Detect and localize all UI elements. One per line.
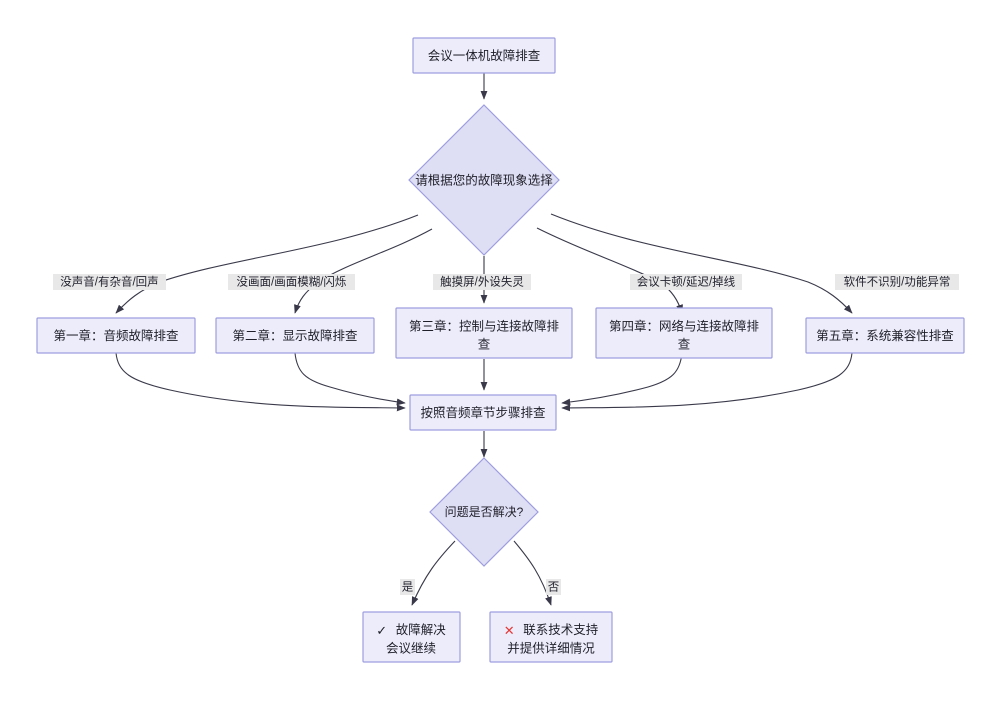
node-chapter3[interactable]: 第三章：控制与连接故障排 查: [395, 307, 573, 359]
edge-chapter5-to-merge: [561, 352, 853, 412]
edge-label-no: 否: [546, 579, 561, 595]
node-result-support-line2: 并提供详细情况: [507, 640, 595, 655]
node-chapter3-label-line2: 查: [478, 337, 491, 351]
edge-label-no-text: 否: [548, 582, 560, 594]
node-decision-resolved[interactable]: 问题是否解决?: [429, 457, 539, 567]
node-decision-symptom-label: 请根据您的故障现象选择: [415, 172, 553, 187]
edge-decision2-no: [513, 540, 552, 606]
edge-label-yes: 是: [400, 579, 415, 595]
edge-label-branch1: 没声音/有杂音/回声: [53, 274, 166, 290]
node-result-resolved-label: 故障解决: [396, 622, 447, 637]
edge-label-branch2: 没画面/画面模糊/闪烁: [228, 274, 355, 290]
node-result-resolved-line2: 会议继续: [386, 641, 436, 655]
node-merge-label: 按照音频章节步骤排查: [420, 405, 546, 420]
edge-label-branch3: 触摸屏/外设失灵: [433, 274, 531, 290]
node-chapter4[interactable]: 第四章：网络与连接故障排 查: [595, 307, 773, 359]
edge-decision-to-chapter2: [294, 228, 433, 314]
node-result-support-line1: ✕ 联系技术支持: [504, 622, 598, 638]
edge-label-branch4: 会议卡顿/延迟/掉线: [630, 274, 742, 290]
node-result-resolved[interactable]: ✓ 故障解决 会议继续: [362, 611, 461, 663]
node-chapter4-label-line2: 查: [678, 337, 691, 351]
edge-chapter2-to-merge: [294, 352, 406, 406]
edge-label-yes-text: 是: [402, 581, 414, 594]
node-result-support[interactable]: ✕ 联系技术支持 并提供详细情况: [489, 611, 613, 663]
edge-label-branch3-text: 触摸屏/外设失灵: [440, 275, 524, 289]
node-chapter3-label-line1: 第三章：控制与连接故障排: [409, 318, 560, 333]
edge-chapter4-to-merge: [561, 352, 683, 406]
node-chapter2[interactable]: 第二章：显示故障排查: [215, 317, 375, 354]
node-merge[interactable]: 按照音频章节步骤排查: [409, 394, 557, 431]
node-start-label: 会议一体机故障排查: [428, 48, 541, 63]
edge-chapter1-to-merge: [115, 352, 406, 412]
cross-icon: ✕: [504, 624, 515, 639]
node-chapter1-label: 第一章：音频故障排查: [53, 328, 179, 343]
node-chapter1[interactable]: 第一章：音频故障排查: [36, 317, 196, 354]
node-chapter5-label: 第五章：系统兼容性排查: [816, 328, 954, 343]
edge-decision2-yes: [411, 540, 456, 606]
check-icon: ✓: [376, 624, 387, 639]
edge-label-branch5-text: 软件不识别/功能异常: [844, 275, 951, 289]
node-decision-resolved-label: 问题是否解决?: [445, 505, 524, 519]
edge-decision-to-chapter5: [550, 213, 853, 314]
edge-label-branch1-text: 没声音/有杂音/回声: [60, 275, 158, 289]
node-start[interactable]: 会议一体机故障排查: [412, 37, 556, 74]
edge-label-branch2-text: 没画面/画面模糊/闪烁: [237, 275, 347, 289]
edge-label-branch4-text: 会议卡顿/延迟/掉线: [637, 275, 736, 289]
node-result-support-label: 联系技术支持: [523, 622, 598, 637]
node-chapter4-label-line1: 第四章：网络与连接故障排: [609, 318, 760, 333]
node-result-resolved-line1: ✓ 故障解决: [376, 622, 446, 638]
node-decision-symptom[interactable]: 请根据您的故障现象选择: [408, 104, 560, 256]
edge-decision-to-chapter4: [536, 227, 683, 314]
node-chapter2-label: 第二章：显示故障排查: [232, 328, 358, 343]
node-chapter5[interactable]: 第五章：系统兼容性排查: [805, 317, 965, 354]
edge-decision-to-chapter1: [115, 214, 419, 314]
edge-label-branch5: 软件不识别/功能异常: [835, 274, 959, 290]
